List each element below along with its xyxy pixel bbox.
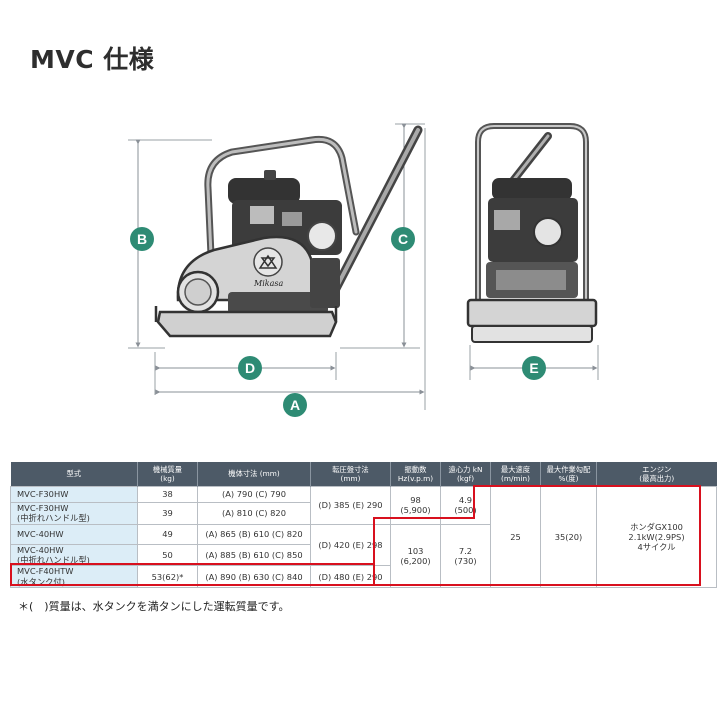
model-cell: MVC-F40HTW(水タンク付) — [10, 565, 138, 589]
model-cell: MVC-40HW — [10, 523, 138, 545]
dimensions-cell: (A) 790 (C) 790 — [197, 486, 311, 503]
header-plate: 転圧盤寸法(mm) — [310, 462, 391, 487]
highlight-outline — [373, 517, 375, 565]
force-cell: 7.2(730) — [440, 523, 491, 589]
frequency-cell: 103(6,200) — [390, 523, 441, 589]
svg-text:E: E — [529, 360, 538, 376]
grade-cell: 35(20) — [540, 485, 597, 589]
dimensions-cell: (A) 865 (B) 610 (C) 820 — [197, 523, 311, 545]
label-d: D — [238, 356, 262, 380]
plate-cell: (D) 480 (E) 290 — [310, 565, 391, 589]
header-dimensions: 機体寸法 (mm) — [197, 462, 311, 487]
label-c: C — [391, 227, 415, 251]
model-cell: MVC-F30HW — [10, 486, 138, 503]
svg-text:B: B — [137, 231, 147, 247]
label-a: A — [283, 393, 307, 417]
highlight-outline — [699, 485, 701, 586]
header-weight: 機械質量(kg) — [137, 462, 198, 487]
weight-cell: 39 — [137, 502, 198, 525]
label-b: B — [130, 227, 154, 251]
plate-cell: (D) 420 (E) 298 — [310, 523, 391, 567]
header-force: 遠心力 kN(kgf) — [440, 462, 491, 487]
page-title: MVC 仕様 — [30, 45, 155, 74]
table-row: MVC-F40HTW(水タンク付) 53(62)* (A) 890 (B) 63… — [10, 565, 717, 589]
table-row: MVC-40HW 49 (A) 865 (B) 610 (C) 820 (D) … — [10, 523, 717, 589]
svg-text:D: D — [245, 360, 255, 376]
brand-logo: Mikasa — [253, 279, 283, 288]
highlight-outline — [373, 517, 475, 519]
machine-diagram: Mikasa B C — [128, 123, 599, 417]
header-grade: 最大作業勾配%(度) — [540, 462, 597, 487]
table-row: MVC-F30HW 38 (A) 790 (C) 790 (D) 385 (E)… — [10, 485, 717, 589]
footnote: ＊( )質量は、水タンクを満タンにした運転質量です。 — [18, 600, 290, 613]
weight-cell: 53(62)* — [137, 565, 198, 589]
weight-cell: 38 — [137, 486, 198, 503]
label-e: E — [522, 356, 546, 380]
header-model: 型式 — [10, 462, 138, 487]
table-row: MVC-F30HW(中折れハンドル型) 39 (A) 810 (C) 820 — [10, 502, 717, 525]
front-view — [466, 123, 599, 380]
dimensions-cell: (A) 890 (B) 630 (C) 840 — [197, 565, 311, 589]
side-view: Mikasa — [128, 123, 426, 410]
highlight-outline — [373, 584, 701, 586]
header-speed: 最大速度(m/min) — [490, 462, 541, 487]
svg-text:C: C — [398, 231, 408, 247]
dimensions-cell: (A) 810 (C) 820 — [197, 502, 311, 525]
highlight-f40htw-row — [10, 563, 375, 586]
highlight-outline — [473, 485, 475, 519]
model-cell: MVC-F30HW(中折れハンドル型) — [10, 502, 138, 525]
svg-text:A: A — [290, 397, 300, 413]
speed-cell: 25 — [490, 485, 541, 589]
header-engine: エンジン(最高出力) — [596, 462, 717, 487]
highlight-outline — [473, 485, 701, 487]
weight-cell: 49 — [137, 523, 198, 545]
